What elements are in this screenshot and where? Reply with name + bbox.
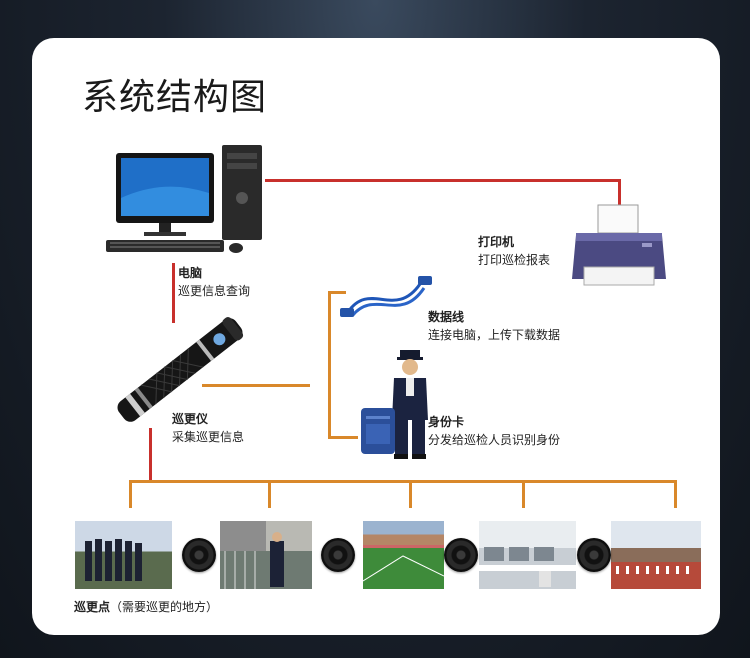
checkpoints-label-bold: 巡更点 [74,600,111,614]
patrol-device-name: 巡更仪 [172,412,209,426]
checkpoint-photo-field [363,521,444,589]
patrol-device-desc: 采集巡更信息 [172,430,245,444]
computer-name: 电脑 [178,266,203,280]
checkpoint-photo-school [611,521,701,589]
checkpoint-photo-gate [220,521,312,589]
bus-drop-5 [674,480,677,508]
cable-desc: 连接电脑，上传下载数据 [428,328,561,342]
printer-desc: 打印巡检报表 [478,253,551,267]
patrol-device-label: 巡更仪 采集巡更信息 [172,410,244,446]
printer-illustration [572,204,666,286]
id-card-name: 身份卡 [428,415,465,429]
checkpoints-label-rest: （需要巡更的地方） [110,600,219,614]
page-title: 系统结构图 [82,77,268,118]
checkpoint-bus [129,480,677,483]
guard-illustration [392,350,428,459]
printer-name: 打印机 [478,235,515,249]
device-cable-line-h [202,384,310,387]
id-card-illustration [361,408,395,454]
cable-bracket-top [328,291,346,294]
cable-label: 数据线 连接电脑，上传下载数据 [428,308,560,344]
checkpoint-photo-office [479,521,576,589]
device-bus-line [149,428,152,480]
diagram-card: 系统结构图 电脑 巡更信息查询 [32,38,720,635]
bus-drop-3 [409,480,412,508]
cable-name: 数据线 [428,310,465,324]
bus-drop-2 [268,480,271,508]
checkpoint-photo-guards [75,521,172,589]
computer-desc: 巡更信息查询 [178,284,251,298]
checkpoint-tag-4 [577,538,611,572]
cable-illustration [340,276,432,317]
checkpoints-label: 巡更点（需要巡更的地方） [74,598,218,615]
patrol-device-illustration [117,317,244,422]
checkpoint-tag-3 [444,538,478,572]
computer-printer-line-h [265,179,620,182]
computer-printer-line-v [618,179,621,214]
id-card-desc: 分发给巡检人员识别身份 [428,433,561,447]
computer-label: 电脑 巡更信息查询 [178,264,250,300]
computer-illustration [106,145,262,253]
cable-bracket-v [328,291,331,439]
cable-bracket-bottom [328,436,358,439]
id-card-label: 身份卡 分发给巡检人员识别身份 [428,413,560,449]
computer-device-line [172,263,175,323]
bus-drop-1 [129,480,132,508]
checkpoint-tag-1 [182,538,216,572]
bus-drop-4 [522,480,525,508]
printer-label: 打印机 打印巡检报表 [478,233,550,269]
checkpoint-tag-2 [321,538,355,572]
